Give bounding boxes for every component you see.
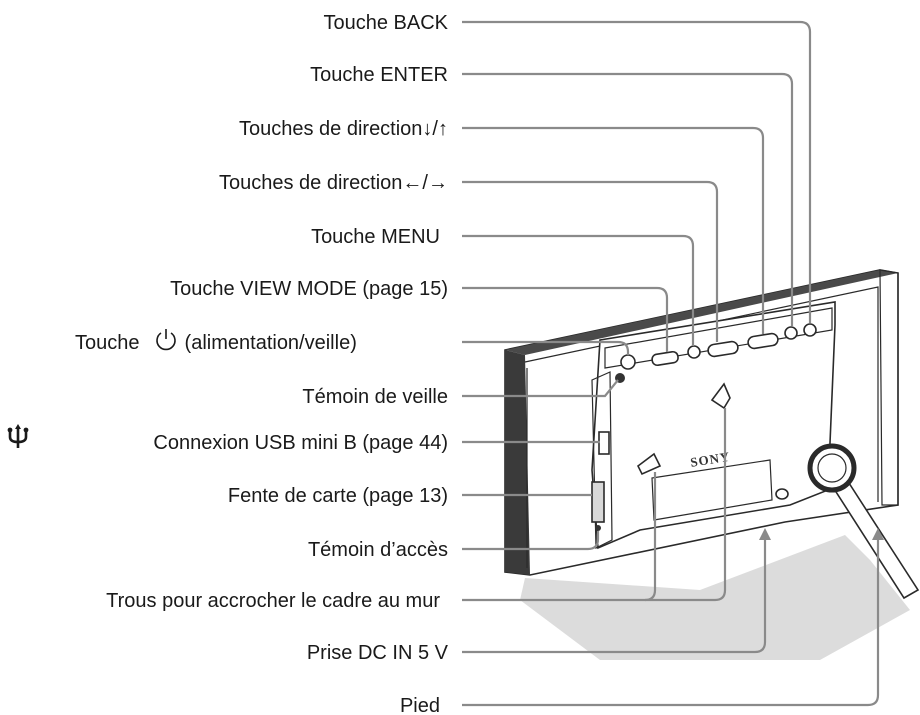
power-button[interactable] [620, 354, 636, 370]
label-power: Touche (alimentation/veille) [75, 329, 357, 354]
wall-hole-upper [710, 382, 731, 410]
leader-access [462, 531, 600, 551]
frame-left-edge [505, 350, 530, 575]
callout-labels: Touche BACK Touche ENTER Touches de dire… [7, 12, 449, 715]
frame-shadow [520, 535, 910, 660]
card-slot [591, 481, 605, 523]
label-standby: Témoin de veille [302, 386, 448, 408]
label-power-prefix: Touche [75, 332, 145, 354]
leader-wall-holes [462, 408, 727, 602]
usb-trident-icon [7, 424, 29, 448]
label-back: Touche BACK [323, 12, 448, 34]
back-button[interactable] [803, 323, 817, 337]
leader-power [462, 340, 630, 355]
view-mode-button[interactable] [651, 350, 679, 367]
frame-right-edge [879, 269, 899, 506]
label-plate [651, 459, 773, 521]
label-wall-holes: Trous pour accrocher le cadre au mur [106, 590, 440, 612]
leader-wall-holes-branch [644, 472, 657, 602]
rear-panel-top [604, 307, 833, 369]
usb-port [598, 431, 610, 455]
dc-in-jack [775, 488, 789, 500]
photo-frame-illustration: SONY [504, 269, 920, 660]
stand-hinge [807, 443, 857, 493]
brand-logo: SONY [689, 449, 731, 470]
leader-standby [462, 379, 619, 398]
up-down-keys[interactable] [747, 332, 779, 350]
label-access: Témoin d’accès [308, 539, 448, 561]
frame-top-edge [505, 270, 898, 355]
wall-hole-lower [636, 452, 662, 476]
power-icon [156, 329, 176, 351]
label-dc-in: Prise DC IN 5 V [307, 642, 449, 664]
label-enter: Touche ENTER [310, 64, 448, 86]
enter-button[interactable] [784, 326, 798, 340]
leader-view-mode [462, 286, 669, 352]
label-view-mode: Touche VIEW MODE (page 15) [170, 278, 448, 300]
button-row [615, 323, 817, 383]
leader-stand [462, 536, 880, 707]
label-power-suffix: (alimentation/veille) [179, 332, 357, 354]
label-usb: Connexion USB mini B (page 44) [153, 432, 448, 454]
menu-button[interactable] [687, 345, 701, 359]
left-right-keys[interactable] [707, 340, 739, 358]
leader-dir-leftright [462, 180, 719, 342]
label-card-slot: Fente de carte (page 13) [228, 485, 448, 507]
leader-menu [462, 234, 695, 346]
leader-dir-updown [462, 126, 765, 334]
leader-enter [462, 72, 794, 326]
leader-lines [462, 20, 884, 707]
leader-back [462, 20, 812, 323]
arrow-dc-in [759, 528, 771, 540]
arrow-stand [872, 528, 884, 540]
label-menu: Touche MENU [311, 226, 440, 248]
label-stand: Pied [400, 695, 440, 715]
label-dir-updown: Touches de direction↓/↑ [239, 118, 448, 140]
label-dir-leftright: Touches de direction←/→ [219, 172, 448, 194]
label-usb-group: Connexion USB mini B (page 44) [7, 424, 448, 454]
leader-dc-in [462, 536, 767, 654]
access-indicator [595, 525, 601, 531]
